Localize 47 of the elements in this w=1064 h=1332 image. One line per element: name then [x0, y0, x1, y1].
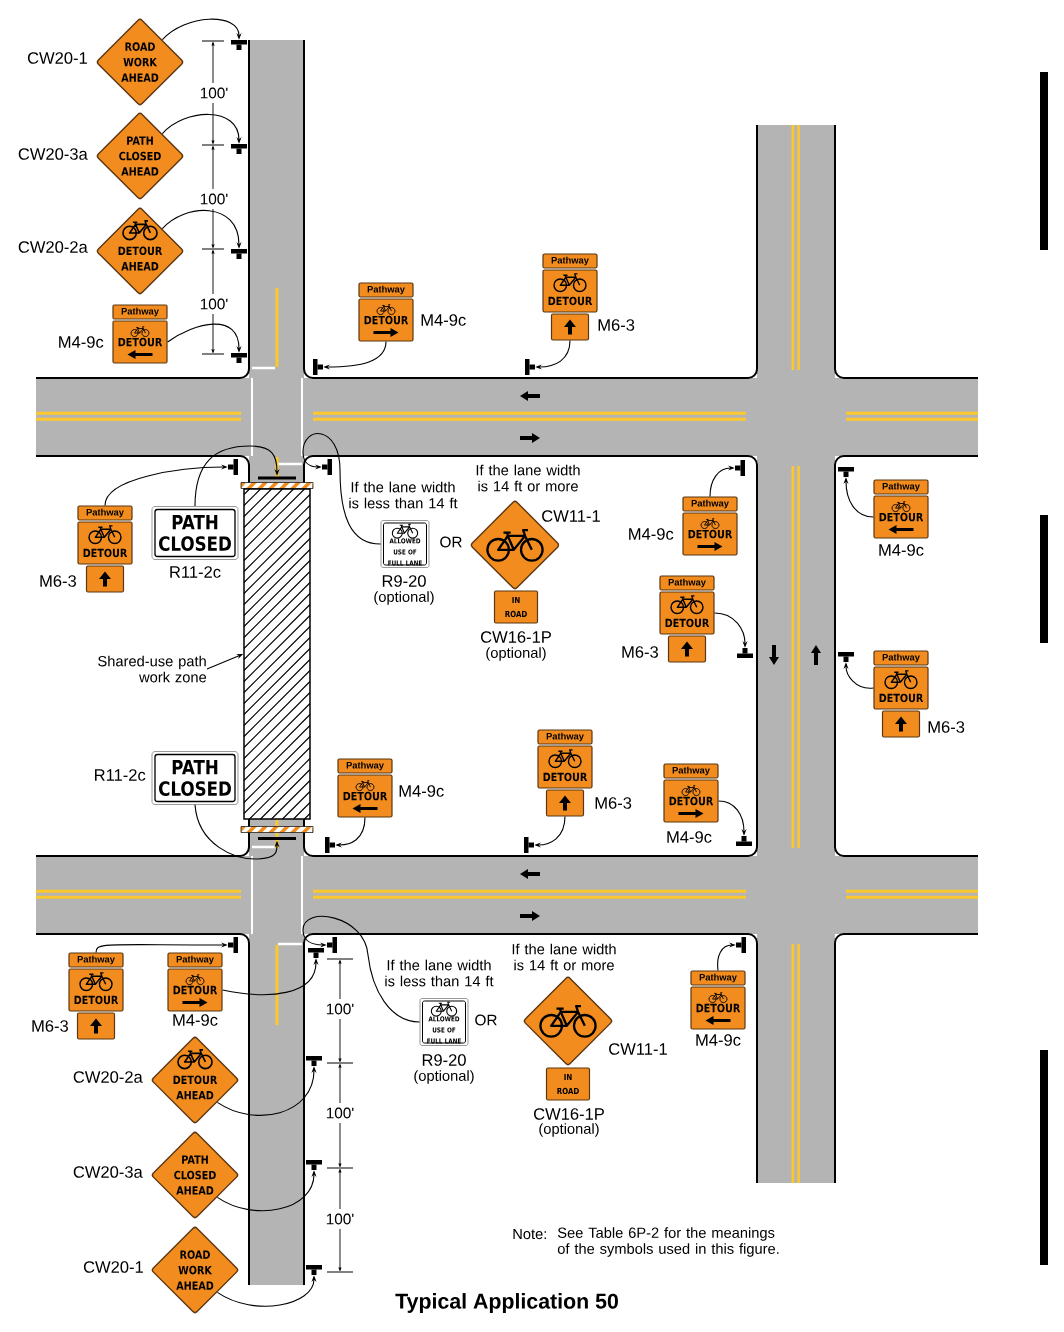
sign-code: CW20-3a: [18, 148, 88, 160]
sign-code: M4-9c: [421, 314, 466, 326]
sign-code: CW11-1: [542, 510, 600, 522]
sign-code: M6-3: [32, 1020, 68, 1032]
sign-code: M4-9c: [399, 785, 444, 797]
sign-code: CW20-3a: [73, 1166, 143, 1178]
sign-code: M6-3: [598, 319, 635, 331]
sign-code: R11-2c: [170, 566, 221, 578]
optional-note: (optional): [374, 591, 434, 605]
dimension-label: 100': [326, 1213, 354, 1225]
optional-note: (optional): [414, 1070, 474, 1084]
condition-note: If the lane width is less than 14 ft: [349, 481, 458, 509]
optional-note: (optional): [486, 647, 546, 661]
sign-code: M4-9c: [629, 528, 674, 540]
dimension-label: 100': [326, 1003, 354, 1015]
dimension-label: 100': [200, 298, 228, 310]
sign-code: M4-9c: [879, 544, 924, 556]
sign-code: M6-3: [928, 721, 965, 733]
sign-code: CW20-2a: [73, 1071, 143, 1083]
note-label: Note:: [513, 1228, 546, 1240]
or-label: OR: [475, 1014, 497, 1026]
or-label: OR: [440, 536, 462, 548]
sign-code: M6-3: [595, 797, 632, 809]
condition-note: If the lane width is 14 ft or more: [512, 943, 616, 971]
sign-code: R9-20: [422, 1054, 466, 1066]
dimension-label: 100': [200, 87, 228, 99]
sign-code: CW16-1P: [481, 631, 551, 643]
sign-code: M6-3: [622, 646, 658, 658]
note-text: See Table 6P-2 for the meanings of the symbols used in this figure.: [557, 1227, 779, 1257]
sign-code: M4-9c: [696, 1034, 741, 1046]
sign-code: CW20-1: [27, 52, 87, 64]
sign-code: M6-3: [40, 575, 76, 587]
sign-code: M4-9c: [59, 336, 104, 348]
condition-note: If the lane width is 14 ft or more: [476, 464, 580, 492]
sign-code: R11-2c: [95, 769, 146, 781]
sign-code: CW20-2a: [18, 241, 88, 253]
title: Typical Application 50: [395, 1293, 618, 1313]
sign-code: CW20-1: [83, 1261, 143, 1273]
dimension-label: 100': [200, 193, 228, 205]
sign-code: M4-9c: [173, 1014, 218, 1026]
sign-code: CW16-1P: [534, 1108, 604, 1120]
condition-note: If the lane width is less than 14 ft: [385, 959, 494, 987]
sign-code: R9-20: [382, 575, 426, 587]
sign-code: CW11-1: [609, 1043, 667, 1055]
dimension-label: 100': [326, 1107, 354, 1119]
sign-code: M4-9c: [667, 831, 712, 843]
optional-note: (optional): [539, 1123, 599, 1137]
